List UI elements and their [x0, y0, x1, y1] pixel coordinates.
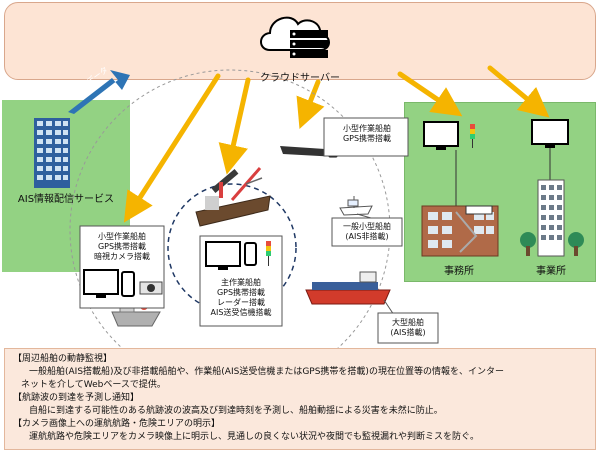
left-boat-phone-icon — [121, 271, 135, 297]
left-boat-name: 小型作業船舶 — [98, 232, 146, 241]
main-boat-equipment-3: AIS送受信機搭載 — [210, 308, 272, 317]
main-boat-equipment-2: レーダー搭載 — [217, 298, 265, 307]
top-boat-name: 小型作業船舶 — [343, 124, 391, 133]
arrow-to-main-boat — [218, 77, 251, 175]
general-boat-label: 一般小型船舶 (AIS非搭載) — [332, 222, 402, 242]
general-boat-label-box — [331, 217, 403, 247]
text-camera-overlay: 運航航路や危険エリアをカメラ映像上に明示し、見通しの良くない状況や夜間でも監視漏… — [29, 432, 480, 442]
left-boat-equipment-2: 暗視カメラ搭載 — [94, 252, 150, 261]
heading-monitoring: 【周辺船舶の動静監視】 — [13, 354, 113, 364]
left-boat-label: 小型作業船舶 GPS携帯搭載 暗視カメラ搭載 — [80, 232, 164, 262]
large-ship-icon — [305, 271, 391, 305]
office-building-icon — [421, 205, 499, 257]
cloud-server-label: クラウドサーバー — [260, 73, 340, 84]
ais-data-arrow — [68, 70, 130, 114]
main-work-barge-icon — [195, 167, 271, 227]
office-monitor-icon — [423, 121, 459, 150]
office-label: 事務所 — [444, 266, 474, 277]
top-boat-label: 小型作業船舶 GPS携帯搭載 — [326, 124, 408, 144]
main-boat-signal-tower-icon — [266, 241, 271, 266]
site-label: 事業所 — [536, 266, 566, 277]
ais-building-icon — [34, 118, 70, 188]
cloud-server-icon — [260, 16, 330, 58]
general-boat-name: 一般小型船舶 — [343, 222, 391, 231]
large-ship-name: 大型船舶 — [392, 318, 424, 327]
general-small-boat-icon — [339, 196, 373, 216]
left-boat-monitor-icon — [83, 269, 119, 298]
ais-service-label: AIS情報配信サービス — [17, 194, 115, 205]
general-boat-ais: (AIS非搭載) — [345, 232, 389, 241]
data-flow-arrows — [123, 65, 550, 223]
large-ship-label-box — [377, 312, 439, 344]
heading-wave-prediction: 【航跡波の到達を予測し通知】 — [13, 393, 140, 403]
large-ship-label: 大型船舶 (AIS搭載) — [378, 318, 438, 338]
left-boat-equipment-1: GPS携帯搭載 — [97, 242, 147, 251]
main-boat-label: 主作業船舶 GPS携帯搭載 レーダー搭載 AIS送受信機搭載 — [200, 278, 282, 318]
office-signal-tower-icon — [470, 124, 475, 148]
main-boat-monitor-icon — [205, 241, 241, 270]
main-boat-phone-icon — [244, 242, 257, 266]
description-panel: 【周辺船舶の動静監視】 一般船舶(AIS搭載船)及び非搭載船舶や、作業船(AIS… — [4, 348, 596, 450]
text-wave-prediction: 自船に到達する可能性のある航跡波の波高及び到達時刻を予測し、船舶動揺による災害を… — [29, 406, 443, 416]
arrow-to-top-boat — [296, 79, 325, 129]
arrow-to-site — [487, 65, 550, 118]
main-boat-name: 主作業船舶 — [221, 278, 261, 287]
heading-camera-overlay: 【カメラ画像上への運航航路・危険エリアの明示】 — [13, 419, 221, 429]
main-boat-equipment-1: GPS携帯搭載 — [216, 288, 266, 297]
arrow-to-office — [397, 71, 463, 117]
text-monitoring-1: 一般船舶(AIS搭載船)及び非搭載船舶や、作業船(AIS送受信機またはGPS携帯… — [29, 367, 504, 377]
arrow-to-left-boat — [123, 73, 221, 223]
left-boat-camera-icon — [139, 281, 163, 295]
text-monitoring-2: ネットを介してWebベースで提供。 — [21, 380, 166, 390]
top-boat-equipment: GPS携帯搭載 — [342, 134, 392, 143]
large-ship-ais: (AIS搭載) — [390, 328, 426, 337]
site-building-icon — [520, 179, 584, 257]
top-boat-label-box — [323, 117, 409, 157]
site-monitor-icon — [531, 119, 569, 148]
